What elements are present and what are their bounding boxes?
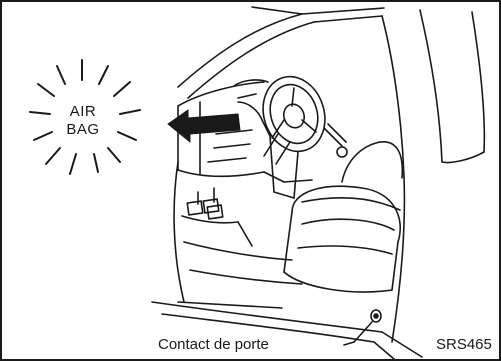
- airbag-warning-label-line2: BAG: [64, 121, 102, 138]
- airbag-warning-label-line1: AIR: [64, 103, 102, 120]
- steering-wheel: [254, 69, 347, 164]
- floor-lines: [178, 222, 302, 308]
- car-body-outline: [152, 7, 484, 359]
- figure-reference-code: SRS465: [436, 336, 492, 353]
- door-switch-label: Contact de porte: [158, 336, 269, 353]
- pedals: [182, 188, 238, 223]
- dashboard-outline: [178, 82, 312, 198]
- driver-seat: [284, 142, 402, 292]
